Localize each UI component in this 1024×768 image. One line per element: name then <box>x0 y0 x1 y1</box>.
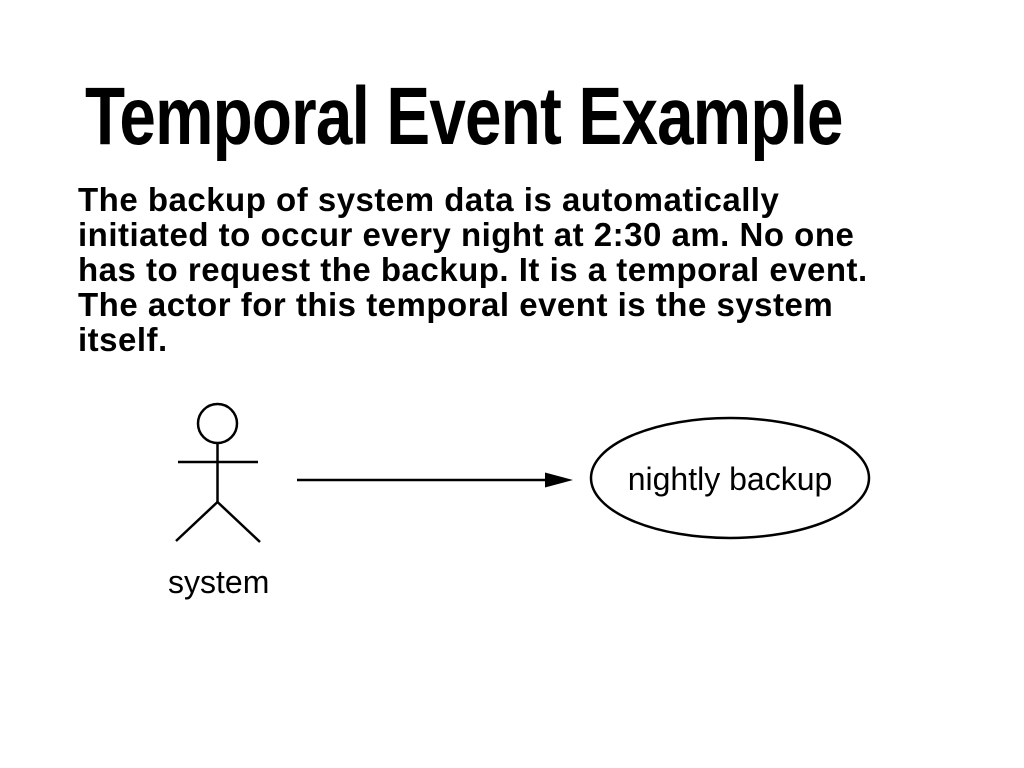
body-line-3: has to request the backup. It is a tempo… <box>78 251 868 288</box>
body-line-1: The backup of system data is automatical… <box>78 181 780 218</box>
actor-stick-figure-icon <box>175 402 261 543</box>
slide-title: Temporal Event Example <box>85 71 844 162</box>
body-line-4: The actor for this temporal event is the… <box>78 286 834 323</box>
actor-left-leg <box>175 501 219 542</box>
actor-label: system <box>168 564 269 600</box>
use-case-ellipse <box>589 416 871 540</box>
slide-body-paragraph: The backup of system data is automatical… <box>78 182 978 357</box>
association-arrow-icon <box>297 472 573 488</box>
arrow-head <box>545 472 573 488</box>
body-line-5: itself. <box>78 321 168 358</box>
actor-head <box>196 402 239 445</box>
body-line-2: initiated to occur every night at 2:30 a… <box>78 216 855 253</box>
actor-right-leg <box>216 501 261 543</box>
use-case-label: nightly backup <box>628 461 833 497</box>
